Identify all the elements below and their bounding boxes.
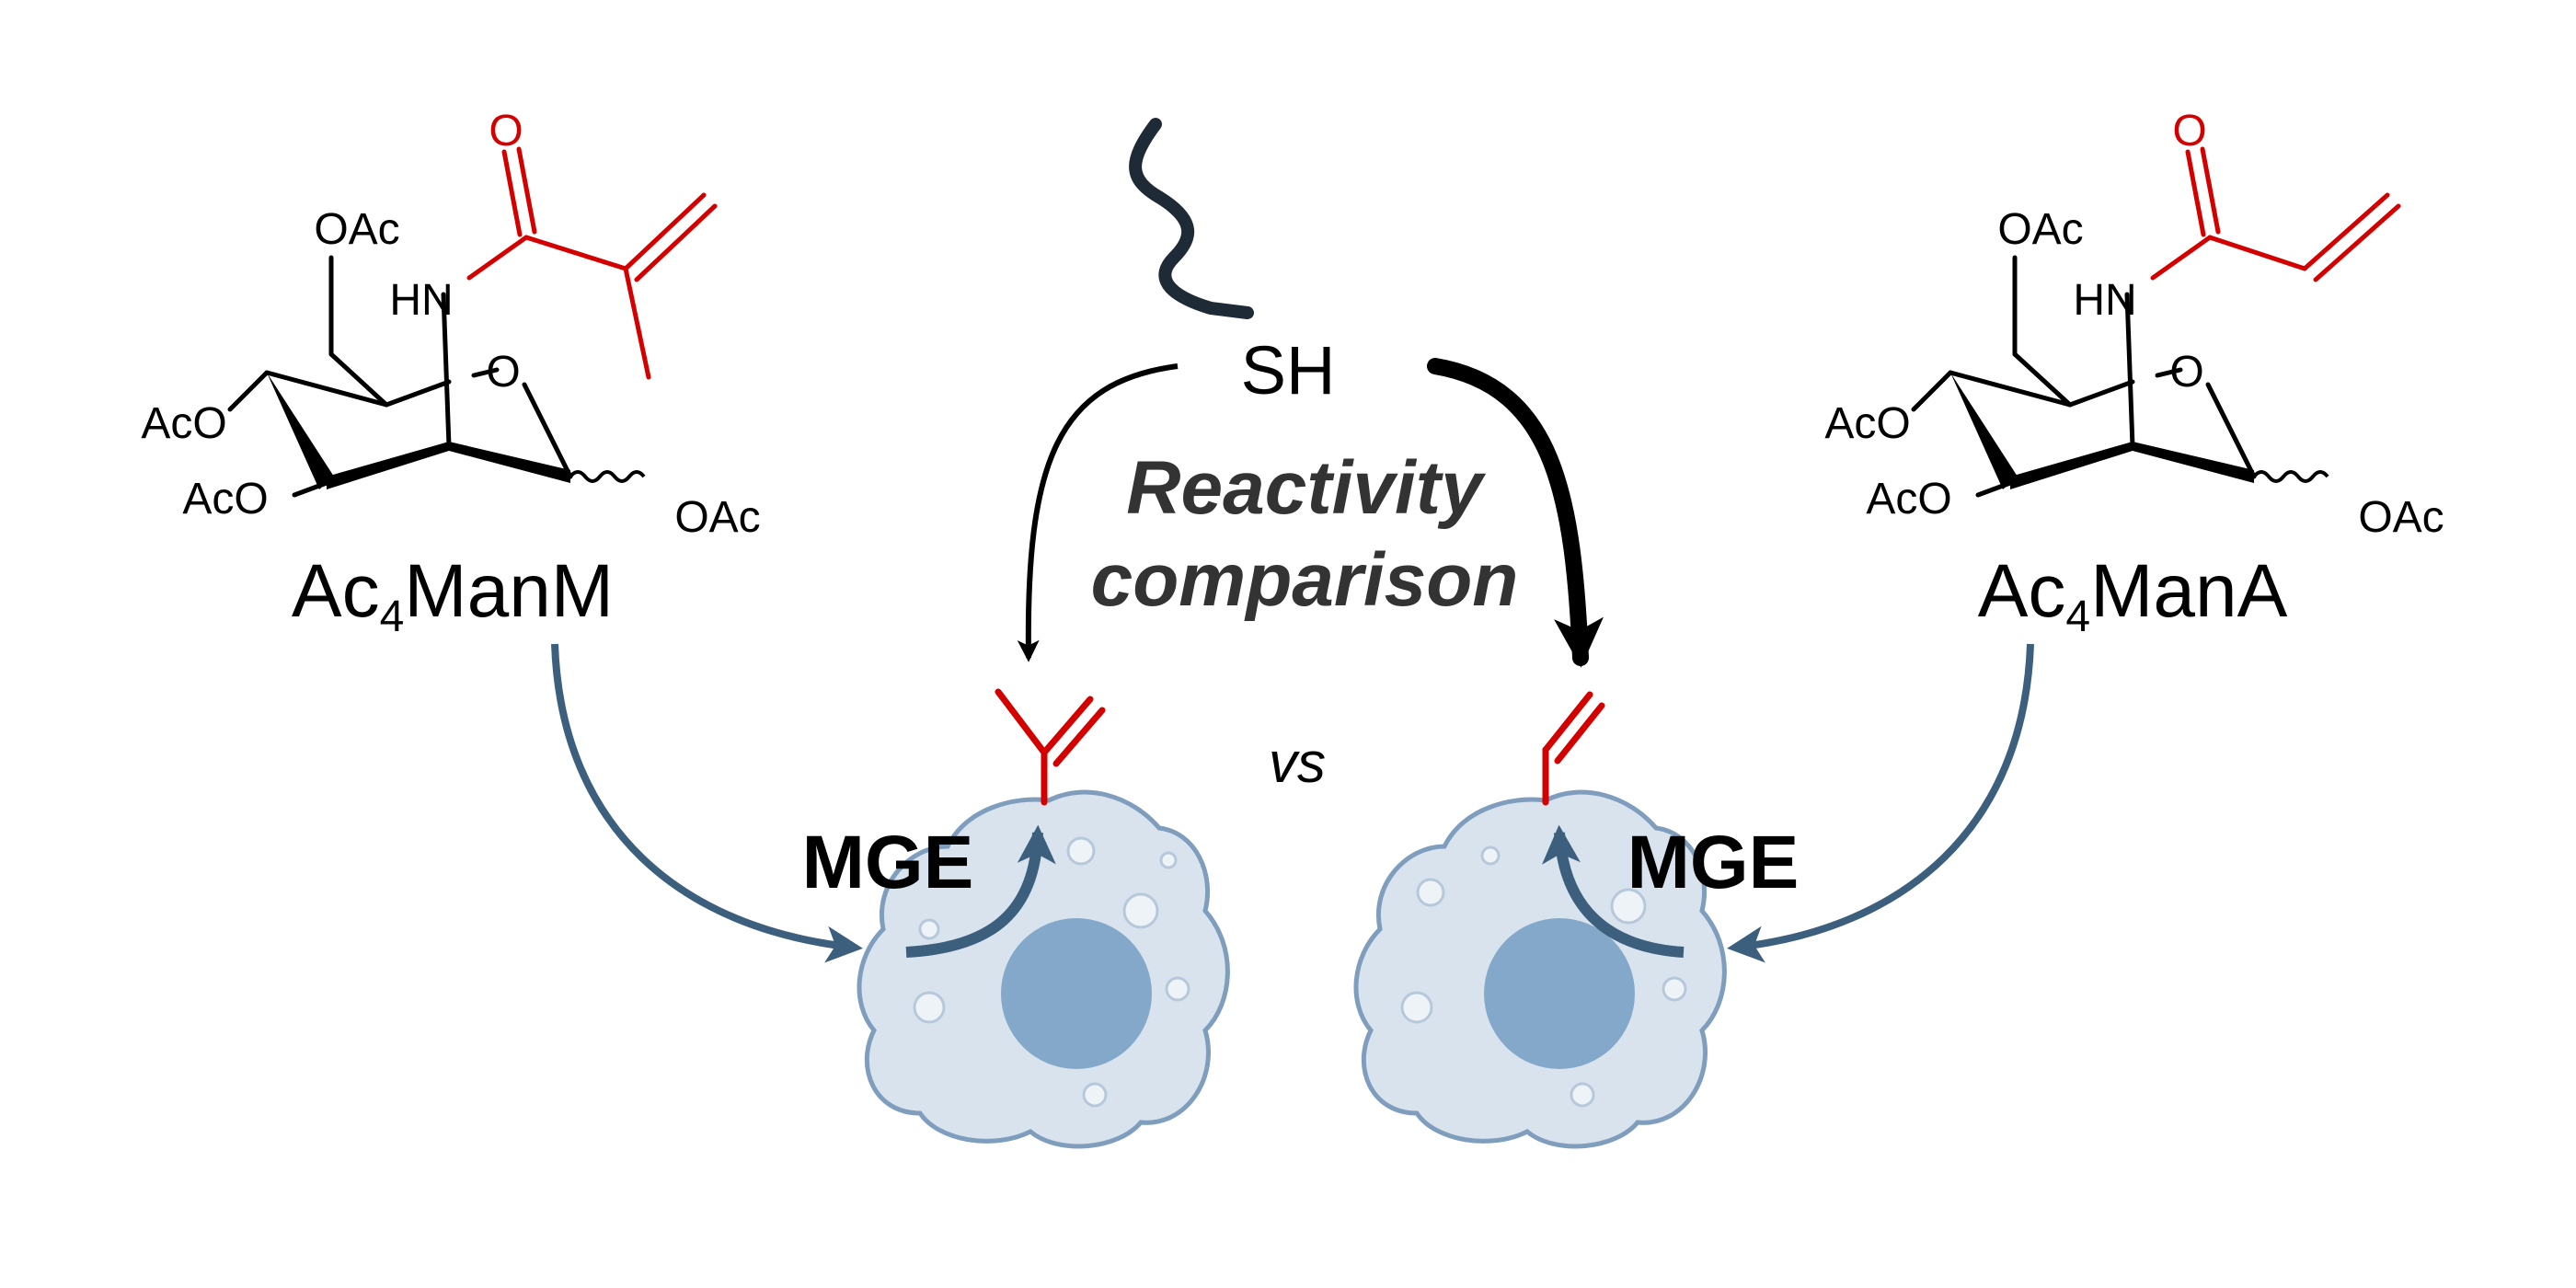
thiol-wavy-chain [1129, 118, 1254, 319]
right-aco-c3: AcO [1866, 475, 1951, 523]
left-ring-bonds [227, 255, 573, 498]
right-amide-nh: HN [2073, 276, 2136, 325]
right-cell-surface-group [1542, 691, 1605, 806]
right-mge-label: MGE [1627, 821, 1800, 904]
reactivity-arrow-right [1427, 358, 1604, 668]
vs-label: vs [1269, 731, 1326, 795]
left-molecule-name: Ac4ManM [292, 549, 614, 641]
left-pathway-arrow [551, 643, 863, 963]
right-wedge-bonds [1950, 373, 2254, 489]
left-mge-label: MGE [802, 821, 974, 904]
right-molecule-name: Ac4ManA [1978, 549, 2288, 641]
left-cell-vesicles [913, 836, 1190, 1108]
left-acyl-group [466, 146, 718, 380]
right-ring-bonds [1911, 255, 2257, 498]
left-wedge-bonds [267, 373, 570, 489]
right-cell-nucleus [1484, 918, 1635, 1069]
left-carbonyl-oxygen: O [489, 107, 523, 155]
right-pathway-arrow [1727, 643, 2034, 963]
left-cell: MGE [802, 688, 1230, 1149]
left-cell-surface-group [995, 688, 1106, 806]
thiol-group: SH [1129, 118, 1336, 408]
right-carbonyl-oxygen: O [2172, 107, 2206, 155]
right-molecule: O HN O OAc AcO AcO OAc Ac4ManA [1824, 107, 2444, 641]
reactivity-arrow-left [1017, 363, 1179, 662]
left-oac-anomeric: OAc [674, 493, 760, 542]
left-molecule: O HN O OAc AcO AcO OAc Ac4ManM [141, 107, 760, 641]
right-aco-c4: AcO [1824, 399, 1910, 448]
left-mge-arrow [905, 824, 1056, 958]
right-ring-oxygen: O [2169, 348, 2203, 397]
thiol-sh-label: SH [1241, 332, 1336, 408]
left-aco-c4: AcO [141, 399, 226, 448]
right-anomeric-wavy-bond [2252, 470, 2329, 483]
right-cell: MGE [1353, 691, 1800, 1149]
left-anomeric-wavy-bond [569, 470, 646, 483]
right-mge-arrow [1542, 824, 1685, 958]
right-oac-c6: OAc [1997, 205, 2083, 254]
left-cell-nucleus [1001, 918, 1152, 1069]
left-ring-oxygen: O [486, 348, 520, 397]
right-cell-vesicles [1400, 845, 1687, 1108]
reactivity-title-line1: Reactivity [1126, 446, 1487, 530]
right-oac-anomeric: OAc [2358, 493, 2444, 542]
reactivity-title-line2: comparison [1091, 538, 1519, 622]
left-oac-c6: OAc [314, 205, 399, 254]
right-acyl-group [2150, 146, 2401, 282]
left-aco-c3: AcO [182, 475, 268, 523]
left-amide-nh: HN [389, 276, 453, 325]
